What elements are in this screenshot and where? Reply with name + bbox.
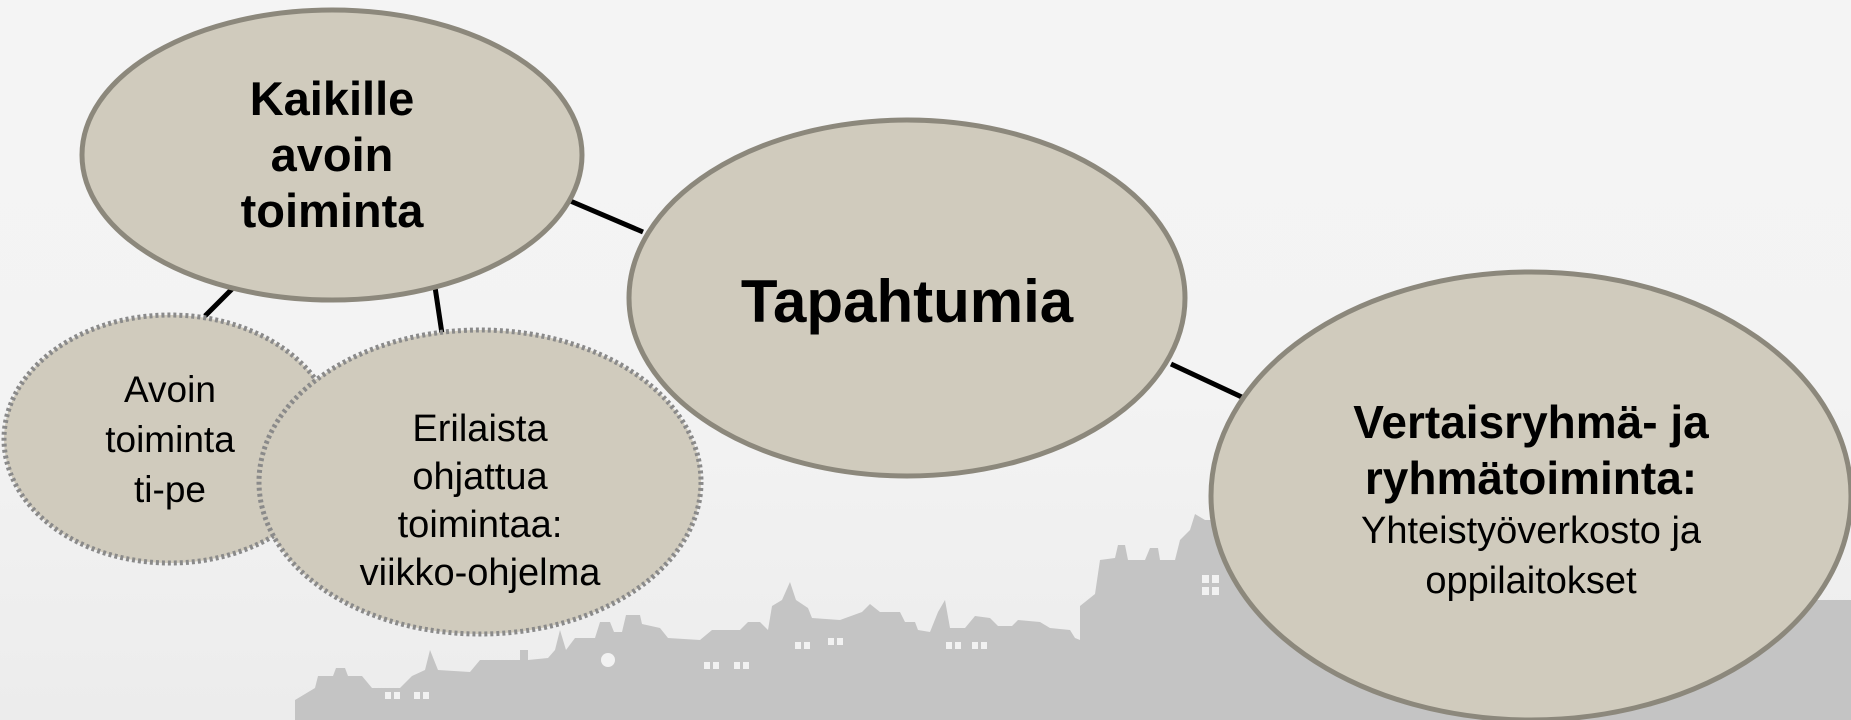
node-vertais-label: Vertaisryhmä- ja ryhmätoiminta: Yhteisty… [1281, 385, 1781, 615]
node-erilaista-line-1: Erilaista [412, 408, 548, 450]
node-vertais-ellipse[interactable] [1208, 269, 1851, 720]
node-tapahtumia-ellipse[interactable] [626, 117, 1188, 479]
skyline-windows [385, 575, 1219, 699]
node-erilaista-ellipse[interactable] [256, 327, 704, 637]
node-vertais-title-1: Vertaisryhmä- ja [1353, 396, 1709, 448]
node-erilaista-label: Erilaista ohjattua toimintaa: viikko-ohj… [330, 396, 630, 606]
node-kaikille-line-1: Kaikille [249, 72, 415, 125]
connector-kaikille-tapahtumia [567, 197, 644, 235]
node-vertais-body-2: oppilaitokset [1425, 560, 1637, 602]
node-kaikille-label: Kaikille avoin toiminta [182, 60, 482, 250]
node-erilaista-line-3: toimintaa: [397, 504, 563, 546]
connector-tapahtumia-vertais [1169, 361, 1248, 402]
node-avoin-label: Avoin toiminta ti-pe [70, 365, 270, 515]
node-avoin-line-1: Avoin [124, 369, 216, 410]
node-erilaista-line-2: ohjattua [412, 456, 548, 498]
node-vertais-body-1: Yhteistyöverkosto ja [1360, 510, 1702, 552]
node-erilaista-line-4: viikko-ohjelma [359, 552, 601, 594]
node-vertais-title-2: ryhmätoiminta: [1364, 452, 1698, 504]
node-avoin-line-3: ti-pe [134, 469, 206, 510]
node-tapahtumia-label: Tapahtumia [657, 262, 1157, 342]
node-kaikille-line-2: avoin [270, 128, 394, 181]
node-avoin-line-2: toiminta [105, 419, 235, 460]
connector-kaikille-avoin [203, 285, 236, 318]
node-kaikille-line-3: toiminta [240, 184, 424, 237]
node-tapahtumia-title: Tapahtumia [740, 268, 1074, 335]
node-kaikille-ellipse[interactable] [79, 7, 585, 303]
